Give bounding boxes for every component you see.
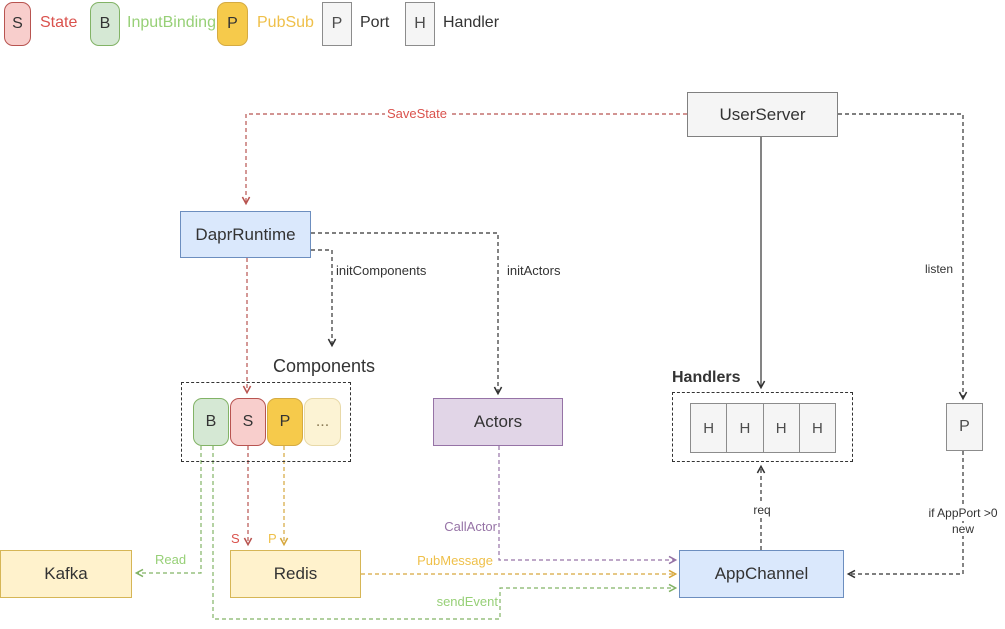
edge-sendevent	[212, 446, 678, 620]
handler-box: H	[726, 403, 764, 453]
legend-chip-pubsub: P	[217, 2, 248, 46]
legend-chip-port: P	[322, 2, 352, 46]
legend-label-pubsub: PubSub	[257, 14, 314, 31]
node-appchannel: AppChannel	[679, 550, 844, 598]
component-pubsub: P	[267, 398, 303, 446]
label-initcomponents: initComponents	[336, 263, 427, 278]
label-read: Read	[155, 552, 187, 567]
components-group	[181, 382, 351, 462]
node-kafka: Kafka	[0, 550, 132, 598]
label-initactors: initActors	[507, 263, 561, 278]
node-userserver: UserServer	[687, 92, 838, 137]
node-daprruntime: DaprRuntime	[180, 211, 311, 258]
legend-label-state: State	[40, 14, 78, 31]
label-s: S	[231, 531, 240, 546]
label-listen: listen	[925, 262, 954, 276]
edge-port-to-appchannel	[846, 451, 964, 579]
label-if-appport: if AppPort >0	[926, 506, 1000, 521]
components-title: Components	[273, 356, 376, 376]
label-pubmessage: PubMessage	[417, 553, 493, 568]
legend-label-port: Port	[360, 14, 390, 31]
node-port: P	[946, 403, 983, 451]
legend-label-handler: Handler	[443, 14, 500, 31]
legend-chip-inputbinding: B	[90, 2, 120, 46]
legend-label-inputbinding: InputBinding	[127, 14, 216, 31]
node-actors: Actors	[433, 398, 563, 446]
handler-box: H	[690, 403, 728, 453]
component-inputbinding: B	[193, 398, 229, 446]
label-callactor: CallActor	[444, 519, 497, 534]
label-req: req	[751, 503, 773, 518]
label-new: new	[949, 522, 977, 537]
legend-chip-state: S	[4, 2, 31, 46]
node-redis: Redis	[230, 550, 361, 598]
legend-chip-handler: H	[405, 2, 435, 46]
handlers-title: Handlers	[672, 369, 741, 386]
component-more: ...	[304, 398, 341, 446]
handler-box: H	[798, 403, 836, 453]
label-sendevent: sendEvent	[436, 594, 498, 609]
component-state: S	[230, 398, 266, 446]
edge-initcomponents	[311, 249, 337, 348]
handler-box: H	[762, 403, 800, 453]
edge-callactor	[498, 446, 678, 565]
label-p: P	[268, 531, 277, 546]
edge-savestate	[241, 113, 687, 206]
handlers-row: H H H H	[690, 403, 836, 453]
edge-binding-read-kafka	[134, 446, 202, 578]
label-savestate: SaveState	[385, 106, 449, 122]
edge-listen	[838, 113, 968, 401]
handlers-group	[672, 392, 853, 462]
